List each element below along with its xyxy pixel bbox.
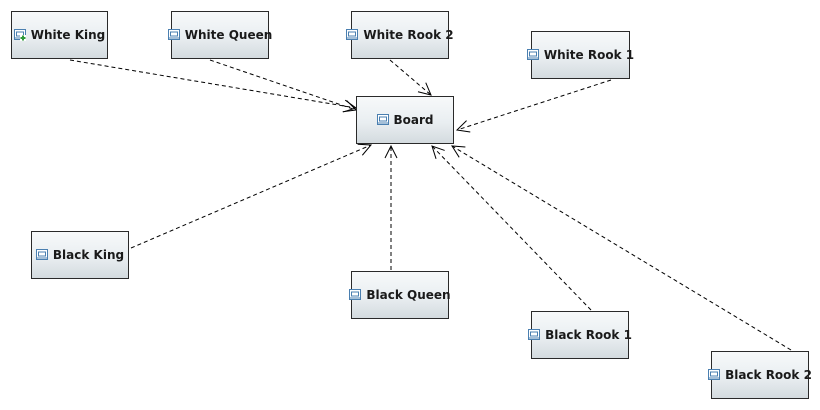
edge-white-king-to-board <box>69 59 358 113</box>
edge-line <box>431 145 592 311</box>
node-label: Black Rook 1 <box>545 328 632 342</box>
node-label: Board <box>393 113 434 127</box>
open-arrowhead <box>384 144 398 159</box>
node-label: White Queen <box>184 28 273 42</box>
edge-line <box>209 59 357 111</box>
node-white-king[interactable]: White King <box>11 11 108 59</box>
component-icon <box>349 289 362 301</box>
node-label: Black King <box>52 248 125 262</box>
edge-white-rook-2-to-board <box>389 59 432 96</box>
node-white-queen[interactable]: White Queen <box>167 11 272 59</box>
node-label: White Rook 2 <box>363 28 454 42</box>
edge-line <box>456 79 612 131</box>
node-black-rook-2[interactable]: Black Rook 2 <box>708 351 812 399</box>
open-arrowhead <box>417 82 432 96</box>
edge-black-king-to-board <box>130 143 373 249</box>
component-add-icon <box>13 29 26 41</box>
node-white-rook-1[interactable]: White Rook 1 <box>526 31 634 79</box>
open-arrowhead <box>451 145 466 158</box>
component-icon <box>526 49 539 61</box>
component-icon <box>35 249 48 261</box>
edge-black-rook-1-to-board <box>431 145 592 311</box>
node-black-queen[interactable]: Black Queen <box>349 271 451 319</box>
node-black-king[interactable]: Black King <box>31 231 129 279</box>
component-icon <box>376 114 389 126</box>
component-icon <box>708 369 721 381</box>
component-icon <box>528 329 541 341</box>
open-arrowhead <box>431 145 445 159</box>
node-label: White King <box>30 28 106 42</box>
edge-line <box>130 144 372 249</box>
edge-line <box>389 59 432 96</box>
component-icon <box>346 29 359 41</box>
open-arrowhead <box>357 143 373 156</box>
edge-white-queen-to-board <box>209 59 358 113</box>
component-icon <box>167 29 180 41</box>
edge-line <box>69 59 357 109</box>
open-arrowhead <box>342 100 358 113</box>
edge-black-queen-to-board <box>384 144 398 270</box>
edge-white-rook-1-to-board <box>455 79 612 133</box>
node-board[interactable]: Board <box>356 96 454 144</box>
open-arrowhead <box>343 99 358 113</box>
open-arrowhead <box>455 120 471 133</box>
node-label: White Rook 1 <box>543 48 635 62</box>
node-label: Black Rook 2 <box>725 368 812 382</box>
node-label: Black Queen <box>366 288 451 302</box>
node-white-rook-2[interactable]: White Rook 2 <box>346 11 454 59</box>
node-black-rook-1[interactable]: Black Rook 1 <box>528 311 632 359</box>
